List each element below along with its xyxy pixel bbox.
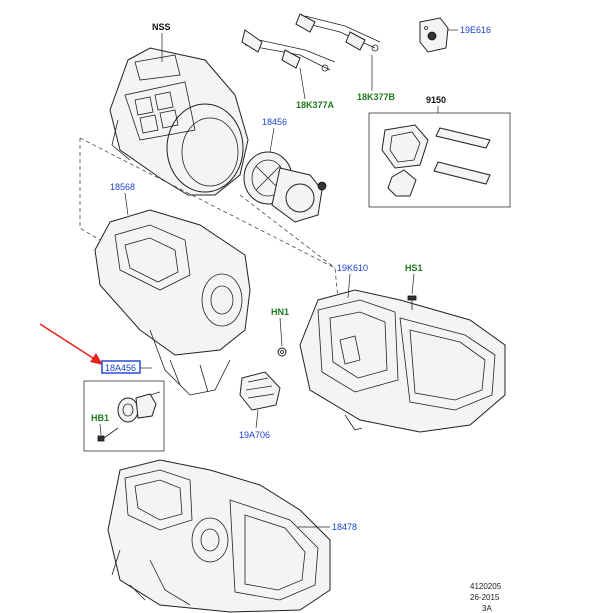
leader-18456	[269, 127, 275, 153]
label-hb1: HB1	[91, 413, 109, 423]
housing-18568	[94, 209, 251, 396]
arrow-indicator	[39, 323, 103, 365]
label-19K610: 19K610	[337, 263, 368, 273]
label-hn1: HN1	[271, 307, 289, 317]
footer-ref-1: 4120205	[470, 582, 502, 591]
assembly-guide-3	[239, 194, 336, 269]
screw-hs1	[407, 295, 417, 310]
label-hs1: HS1	[405, 263, 423, 273]
nut-hn1	[277, 347, 287, 357]
highlight-box-18A456	[101, 360, 141, 374]
footer-ref-2: 26-2015	[470, 593, 500, 602]
leader-hb1	[99, 423, 102, 436]
leader-hs1	[411, 273, 415, 295]
label-18K377A: 18K377A	[296, 100, 335, 110]
label-nss: NSS	[152, 22, 171, 32]
seals-9150	[381, 124, 491, 197]
actuator-18A456	[117, 391, 161, 423]
leader-18568	[124, 192, 129, 216]
label-18478: 18478	[332, 522, 357, 532]
blower-housing-nss	[109, 47, 249, 196]
label-18568: 18568	[110, 182, 135, 192]
bolt-hb1	[97, 427, 119, 442]
label-18456: 18456	[262, 117, 287, 127]
actuator-19E616	[419, 17, 449, 53]
label-18A456: 18A456	[105, 363, 136, 373]
leader-19K610	[347, 273, 351, 299]
label-9150: 9150	[426, 95, 446, 105]
blower-motor-18456	[243, 151, 327, 223]
leader-19A706	[255, 409, 259, 429]
label-19A706: 19A706	[239, 430, 270, 440]
heater-assembly-18478	[107, 459, 331, 613]
seals-kit-box	[368, 112, 511, 208]
linkage-rods	[241, 13, 381, 72]
leader-hn1	[279, 317, 283, 347]
assembly-guide-2	[79, 138, 101, 241]
label-18K377B: 18K377B	[357, 92, 396, 102]
case-19K610	[299, 289, 506, 433]
leader-18K377A	[299, 67, 306, 100]
label-19E616: 19E616	[460, 25, 491, 35]
footer-ref-3: 3A	[482, 604, 492, 613]
part-box-18A456	[83, 380, 165, 452]
resistor-19A706	[239, 371, 281, 411]
